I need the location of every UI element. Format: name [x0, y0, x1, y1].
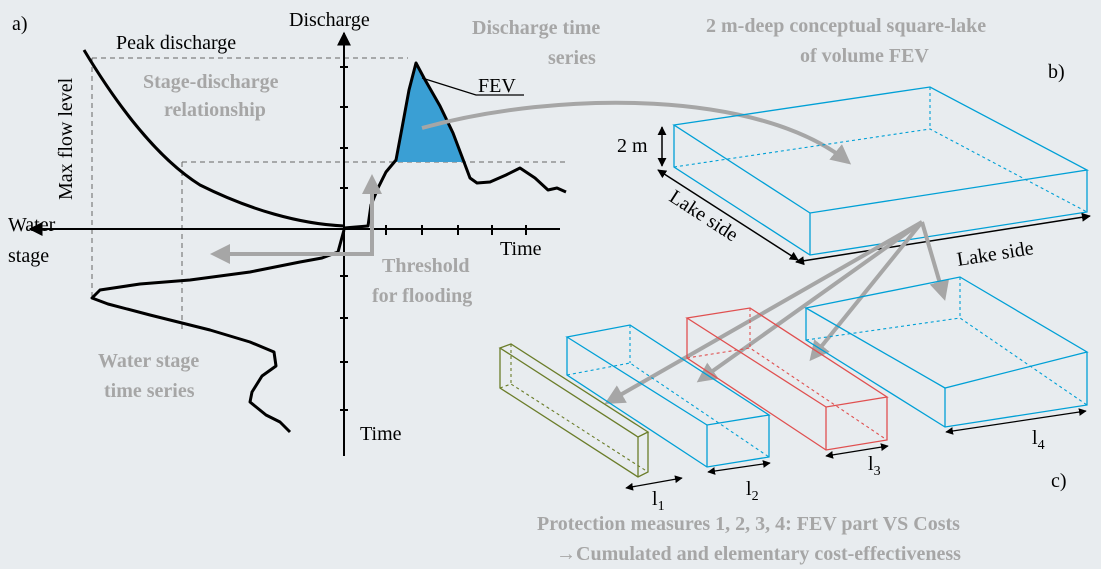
lake-to-measures-arrows — [604, 220, 950, 404]
lake-title-2: of volume FEV — [800, 45, 929, 67]
fev-area — [396, 63, 464, 162]
peak-discharge-label: Peak discharge — [116, 32, 236, 54]
l2-label: l2 — [746, 478, 759, 504]
panel-c: l1 l2 l3 l4 c) Protection measures 1, 2,… — [498, 276, 1089, 565]
time-axis-bottom-label: Time — [360, 423, 402, 445]
max-flow-level-label: Max flow level — [55, 77, 77, 200]
threshold-label-1: Threshold — [382, 255, 469, 277]
panel-a-label: a) — [12, 13, 28, 35]
measure-2-box — [565, 324, 771, 468]
panel-c-label: c) — [1051, 470, 1067, 492]
lake-side-right-label: Lake side — [955, 237, 1035, 271]
l1-label: l1 — [652, 488, 665, 514]
lake-side-left-dimension — [657, 169, 799, 261]
depth-label: 2 m — [617, 135, 648, 157]
measure-3-box — [685, 307, 889, 451]
water-stage-time-series — [90, 229, 346, 434]
stage-discharge-label-1: Stage-discharge — [143, 71, 279, 93]
panel-b-label: b) — [1048, 61, 1065, 83]
discharge-time-series — [343, 61, 567, 230]
l4-dimension — [945, 408, 1087, 435]
l1-dimension — [625, 475, 683, 491]
l4-label: l4 — [1032, 427, 1045, 453]
stage-discharge-curve — [82, 49, 345, 228]
fev-label: FEV — [478, 75, 516, 97]
caption-line-1: Protection measures 1, 2, 3, 4: FEV part… — [537, 513, 960, 535]
panel-b: 2 m-deep conceptual square-lake of volum… — [617, 15, 1091, 271]
measure-4-box — [804, 276, 1089, 428]
lake-title-1: 2 m-deep conceptual square-lake — [706, 15, 986, 37]
l2-dimension — [707, 460, 771, 475]
fev-leader-line — [421, 77, 524, 96]
lake-side-right-dimension — [795, 212, 1091, 266]
l3-label: l3 — [868, 453, 881, 479]
panel-a: a) — [8, 9, 600, 456]
threshold-left-arrow — [210, 244, 374, 264]
discharge-ts-label-1: Discharge time — [472, 17, 600, 39]
stage-discharge-label-2: relationship — [164, 99, 266, 121]
water-stage-label-1: Water — [8, 214, 56, 236]
threshold-label-2: for flooding — [372, 285, 472, 307]
time-axis-top-label: Time — [500, 238, 542, 260]
discharge-ts-label-2: series — [548, 47, 596, 69]
fev-to-lake-arrow — [421, 100, 852, 165]
water-stage-label-2: stage — [8, 245, 49, 267]
water-stage-ts-label-1: Water stage — [98, 350, 199, 372]
measure-1-box — [498, 343, 650, 478]
l3-dimension — [825, 443, 889, 459]
vertical-axis-ticks — [340, 66, 348, 411]
caption-line-2: →Cumulated and elementary cost-effective… — [556, 543, 961, 565]
discharge-axis-label: Discharge — [289, 9, 370, 31]
horizontal-axis-ticks — [385, 225, 527, 235]
water-stage-ts-label-2: time series — [104, 380, 195, 402]
